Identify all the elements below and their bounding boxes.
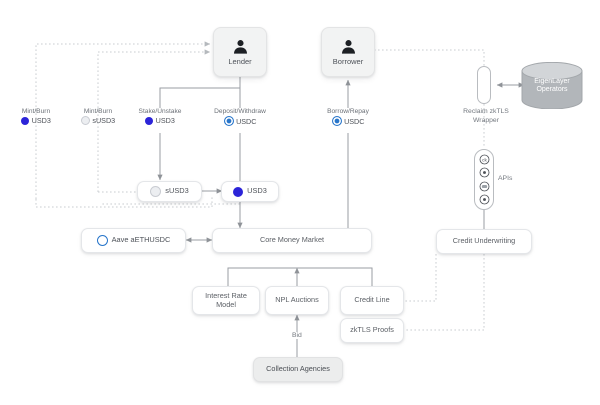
- box-aave-label: Aave aETHUSDC: [111, 235, 171, 245]
- flow-token-label: USD3: [145, 116, 175, 125]
- flow-action-label: Stake/Unstake: [138, 108, 182, 115]
- actor-borrower-label: Borrower: [332, 57, 364, 66]
- edge-label-apis: APIs: [496, 175, 515, 182]
- cylinder-icon: [521, 61, 583, 110]
- susd3-token-icon: [80, 116, 90, 125]
- usdc-token-icon: [223, 116, 234, 126]
- susd3-token-icon: [150, 186, 162, 197]
- flow-token-label: USD3: [21, 116, 51, 125]
- flow-token-label: USDC: [223, 116, 256, 126]
- api-icon-3: [479, 181, 489, 192]
- box-collection-agencies[interactable]: Collection Agencies: [253, 357, 343, 382]
- aave-chip: Aave aETHUSDC: [96, 235, 171, 246]
- aave-token-icon: [96, 235, 108, 246]
- token-node-susd3[interactable]: sUSD3: [137, 181, 202, 202]
- box-credit-line-label: Credit Line: [354, 295, 390, 305]
- actor-lender-label: Lender: [228, 57, 252, 66]
- box-credit-line[interactable]: Credit Line: [340, 286, 404, 315]
- flow-label-deposit-withdraw: Deposit/Withdraw USDC: [195, 108, 285, 126]
- box-credit-underwriting-label: Credit Underwriting: [452, 236, 516, 246]
- actor-lender[interactable]: Lender: [213, 27, 267, 77]
- usd3-token-icon: [233, 186, 244, 197]
- flow-action-label: Deposit/Withdraw: [214, 108, 266, 115]
- api-icon-4: [479, 194, 489, 205]
- api-icon-1: ck: [479, 154, 489, 165]
- box-core-money-market-label: Core Money Market: [259, 235, 325, 245]
- flow-action-label: Borrow/Repay: [327, 108, 369, 115]
- box-npl-auctions[interactable]: NPL Auctions: [265, 286, 329, 315]
- flow-action-label: Mint/Burn: [83, 108, 113, 115]
- svg-text:ck: ck: [482, 157, 487, 162]
- box-zktls-proofs-label: zkTLS Proofs: [350, 325, 394, 335]
- flow-action-label: Mint/Burn: [21, 108, 51, 115]
- box-core-money-market[interactable]: Core Money Market: [212, 228, 372, 253]
- api-icon-2: [479, 167, 489, 178]
- box-interest-rate-model-label: Interest Rate Model: [205, 290, 247, 309]
- token-node-usd3[interactable]: USD3: [221, 181, 279, 202]
- box-collection-agencies-label: Collection Agencies: [266, 364, 330, 374]
- reclaim-zktls-wrapper[interactable]: [477, 66, 491, 104]
- flow-label-stake-unstake: Stake/Unstake USD3: [115, 108, 205, 125]
- usd3-chip: USD3: [233, 186, 267, 197]
- box-npl-auctions-label: NPL Auctions: [275, 295, 319, 305]
- token-node-usd3-label: USD3: [247, 186, 267, 196]
- usdc-token-icon: [331, 116, 342, 126]
- usd3-token-icon: [21, 116, 30, 125]
- edge-label-bid: Bid: [290, 332, 304, 339]
- box-aave[interactable]: Aave aETHUSDC: [81, 228, 186, 253]
- reclaim-zktls-wrapper-label: Reclaim zkTLS Wrapper: [463, 108, 509, 124]
- susd3-chip: sUSD3: [150, 186, 189, 197]
- flow-label-mint-burn-susd3: Mint/Burn sUSD3: [53, 108, 143, 125]
- person-icon: [233, 40, 247, 54]
- actor-borrower[interactable]: Borrower: [321, 27, 375, 77]
- box-zktls-proofs[interactable]: zkTLS Proofs: [340, 318, 404, 343]
- usd3-token-icon: [145, 116, 154, 125]
- eigenlayer-operators[interactable]: EigenLayer Operators: [521, 61, 583, 110]
- flow-token-label: USDC: [331, 116, 364, 126]
- api-stack[interactable]: ck: [474, 149, 494, 210]
- flow-label-mint-burn-usd3: Mint/Burn USD3: [0, 108, 81, 125]
- box-interest-rate-model[interactable]: Interest Rate Model: [192, 286, 260, 315]
- flow-token-label: sUSD3: [80, 116, 115, 125]
- token-node-susd3-label: sUSD3: [165, 186, 189, 196]
- flow-label-borrow-repay: Borrow/Repay USDC: [303, 108, 393, 126]
- person-icon: [341, 40, 355, 54]
- box-credit-underwriting[interactable]: Credit Underwriting: [436, 229, 532, 254]
